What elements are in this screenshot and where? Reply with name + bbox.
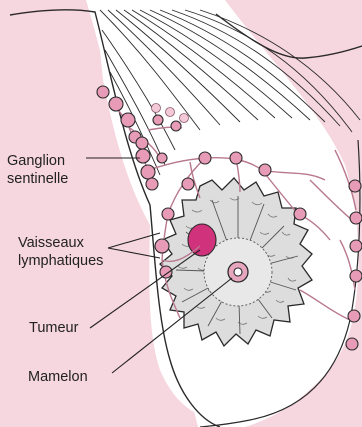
lymph-node (294, 208, 306, 220)
lymph-node (141, 165, 155, 179)
lymph-node (230, 152, 242, 164)
lymph-node (350, 270, 362, 282)
lymph-node (153, 115, 163, 125)
label-nipple: Mamelon (28, 369, 88, 385)
lymph-node (146, 178, 158, 190)
label-tumor: Tumeur (29, 320, 79, 336)
lymph-node (136, 149, 150, 163)
lymph-node (182, 178, 194, 190)
lymph-node (97, 86, 109, 98)
nipple-center (234, 268, 242, 276)
lymph-node (180, 114, 189, 123)
lymph-node (349, 180, 361, 192)
label-lymph-vessels-line1: Vaisseaux (18, 235, 85, 251)
label-sentinel-node-line1: Ganglion (7, 153, 65, 169)
lymph-node (166, 108, 175, 117)
lymph-node (109, 97, 123, 111)
tumor (188, 224, 216, 256)
lymph-node (152, 104, 161, 113)
lymph-node (136, 137, 148, 149)
lymph-node (348, 310, 360, 322)
label-lymph-vessels-line2: lymphatiques (18, 253, 103, 269)
lymph-node (346, 338, 358, 350)
lymph-node (157, 153, 167, 163)
lymph-node (155, 239, 169, 253)
lymph-node (160, 266, 172, 278)
lymph-node (121, 113, 135, 127)
lymph-node (350, 240, 362, 252)
lymph-node (259, 164, 271, 176)
lymph-node (162, 208, 174, 220)
label-sentinel-node-line2: sentinelle (7, 171, 68, 187)
lymph-node (199, 152, 211, 164)
lymph-node (171, 121, 181, 131)
lymph-node (350, 212, 362, 224)
